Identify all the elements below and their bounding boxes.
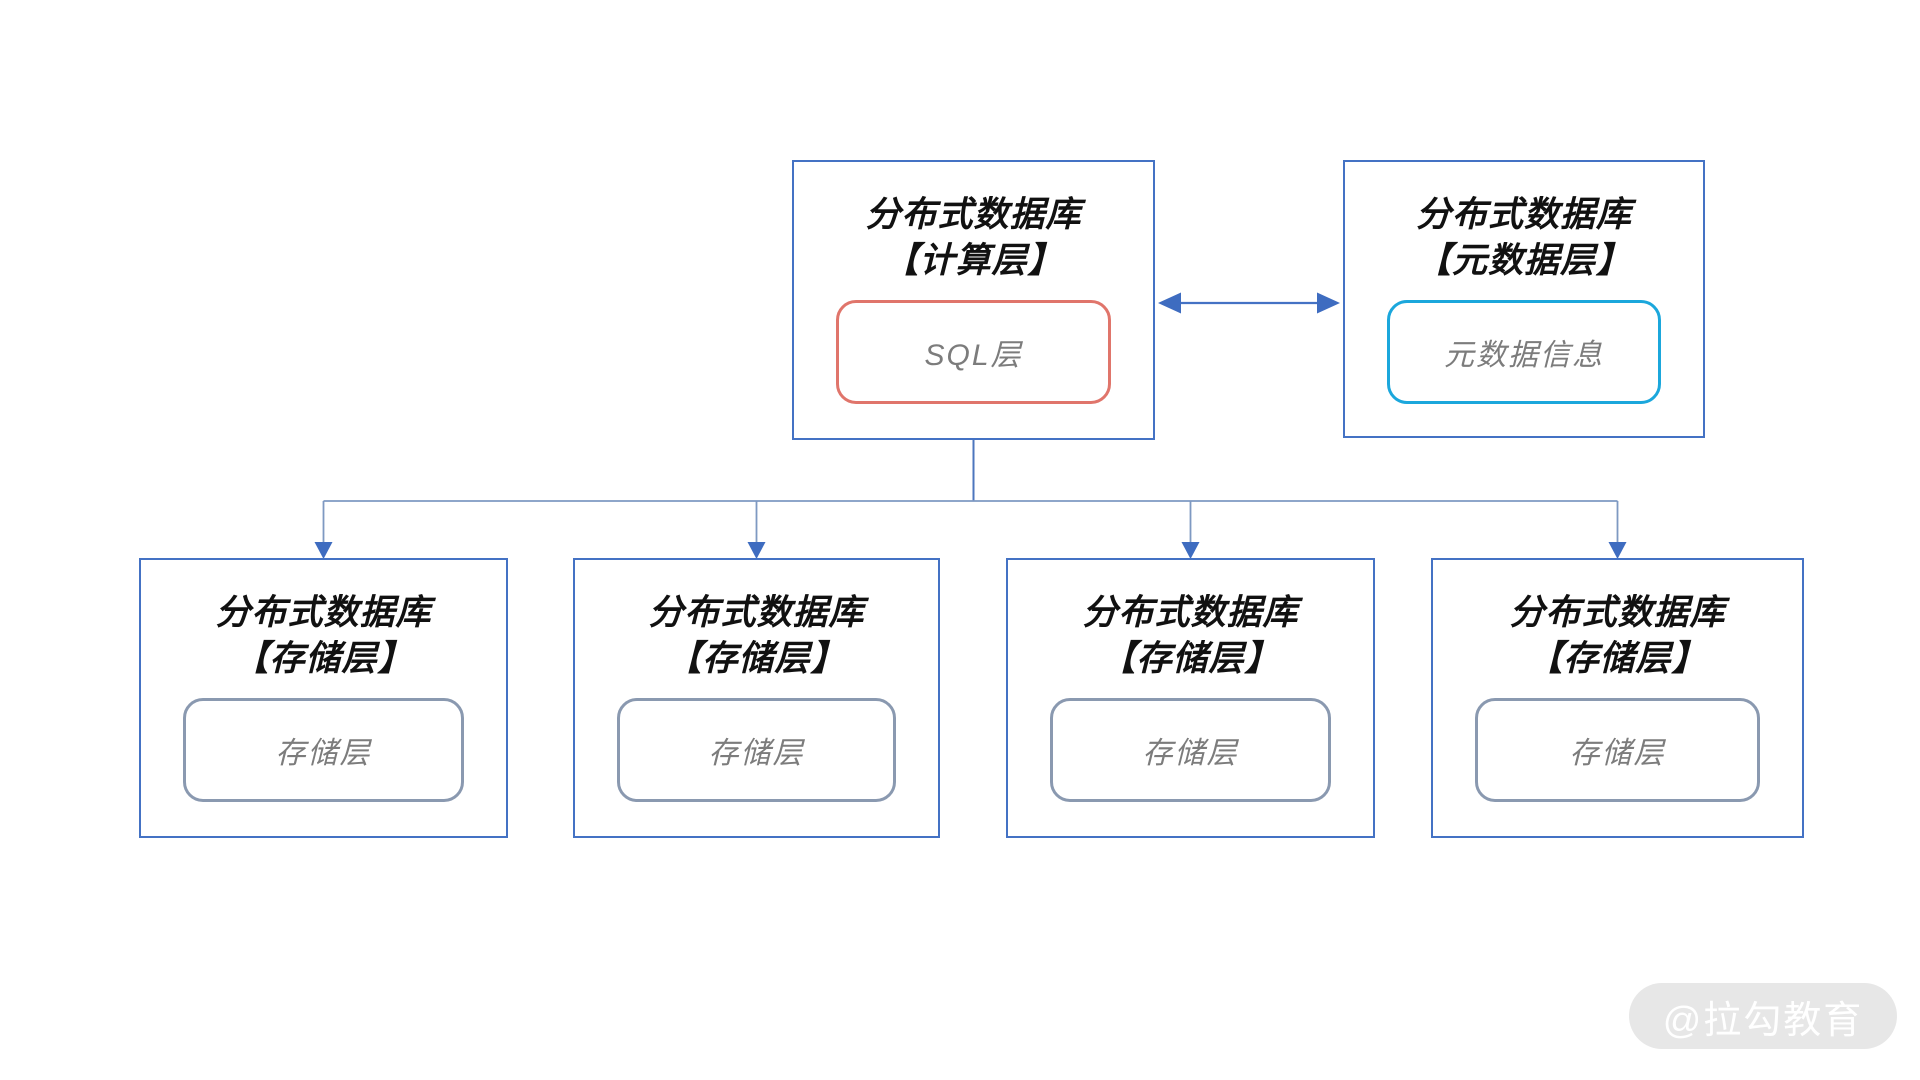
storage-layer-1-pill: 存储层	[183, 698, 464, 802]
storage-layer-2-title: 分布式数据库 【存储层】	[575, 590, 938, 681]
arrow-right-head-icon	[1317, 292, 1340, 314]
down-arrowhead-storage-2-icon	[747, 542, 766, 559]
storage-layer-2-pill: 存储层	[617, 698, 896, 802]
storage-layer-1-title-line1: 分布式数据库	[215, 593, 432, 632]
compute-layer-title-line2: 【计算层】	[883, 240, 1064, 280]
metadata-info-pill: 元数据信息	[1387, 300, 1661, 404]
storage-layer-4-title-line2: 【存储层】	[1527, 638, 1708, 678]
storage-layer-box-2: 分布式数据库 【存储层】 存储层	[573, 558, 940, 838]
storage-layer-box-1: 分布式数据库 【存储层】 存储层	[139, 558, 508, 838]
compute-layer-box: 分布式数据库 【计算层】 SQL层	[792, 160, 1155, 440]
storage-layer-2-pill-label: 存储层	[708, 737, 805, 770]
storage-layer-4-title-line1: 分布式数据库	[1509, 593, 1726, 632]
metadata-layer-box: 分布式数据库 【元数据层】 元数据信息	[1343, 160, 1705, 438]
storage-layer-1-title-line2: 【存储层】	[233, 638, 414, 678]
storage-layer-4-title: 分布式数据库 【存储层】	[1433, 590, 1802, 681]
compute-layer-title-line1: 分布式数据库	[865, 195, 1082, 234]
storage-layer-2-title-line2: 【存储层】	[666, 638, 847, 678]
arrow-left-head-icon	[1158, 292, 1181, 314]
metadata-info-pill-label: 元数据信息	[1444, 339, 1604, 372]
watermark-badge: @拉勾教育	[1629, 983, 1897, 1049]
down-arrowhead-storage-1-icon	[314, 542, 333, 559]
storage-layer-4-pill-label: 存储层	[1569, 737, 1666, 770]
compute-layer-title: 分布式数据库 【计算层】	[794, 192, 1153, 283]
sql-layer-pill: SQL层	[836, 300, 1111, 404]
storage-layer-1-title: 分布式数据库 【存储层】	[141, 590, 506, 681]
storage-layer-box-4: 分布式数据库 【存储层】 存储层	[1431, 558, 1804, 838]
storage-layer-4-pill: 存储层	[1475, 698, 1760, 802]
watermark-label: @拉勾教育	[1662, 999, 1864, 1042]
storage-layer-3-title: 分布式数据库 【存储层】	[1008, 590, 1373, 681]
metadata-layer-title: 分布式数据库 【元数据层】	[1345, 192, 1703, 283]
sql-layer-pill-label: SQL层	[924, 339, 1023, 372]
storage-layer-2-title-line1: 分布式数据库	[648, 593, 865, 632]
storage-layer-3-title-line1: 分布式数据库	[1082, 593, 1299, 632]
down-arrowhead-storage-4-icon	[1608, 542, 1627, 559]
storage-layer-3-pill: 存储层	[1050, 698, 1331, 802]
metadata-layer-title-line2: 【元数据层】	[1415, 240, 1632, 280]
down-arrowhead-storage-3-icon	[1181, 542, 1200, 559]
storage-layer-box-3: 分布式数据库 【存储层】 存储层	[1006, 558, 1375, 838]
storage-layer-1-pill-label: 存储层	[275, 737, 372, 770]
metadata-layer-title-line1: 分布式数据库	[1415, 195, 1632, 234]
storage-layer-3-pill-label: 存储层	[1142, 737, 1239, 770]
storage-layer-3-title-line2: 【存储层】	[1100, 638, 1281, 678]
